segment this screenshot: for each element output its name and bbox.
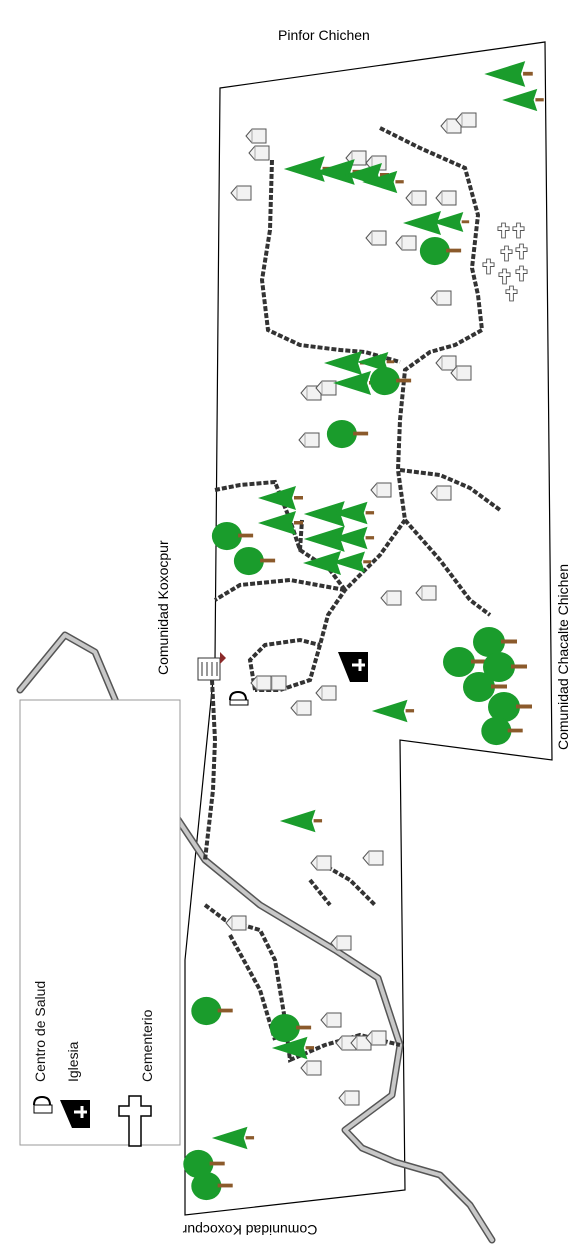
legend-health-center-icon bbox=[33, 1095, 53, 1114]
label-west: Comunidad Koxocpur bbox=[155, 540, 171, 675]
legend: Centro de Salud Iglesia Cementerio bbox=[19, 699, 181, 1147]
label-south: Comunidad Koxocpur bbox=[182, 1222, 317, 1238]
community-boundary bbox=[184, 41, 553, 1216]
legend-health-center-label: Centro de Salud bbox=[32, 981, 48, 1082]
dirt-paths bbox=[203, 126, 502, 1063]
legend-church-icon bbox=[60, 1100, 90, 1128]
legend-cemetery-label: Cementerio bbox=[139, 1009, 155, 1082]
school-icon bbox=[197, 652, 226, 681]
legend-church-label: Iglesia bbox=[65, 1041, 81, 1082]
label-east: Comunidad Chacalte Chichen bbox=[555, 564, 571, 750]
legend-cemetery-icon bbox=[118, 1095, 152, 1147]
label-north: Pinfor Chichen bbox=[278, 27, 370, 43]
health-center-icon bbox=[229, 690, 249, 706]
church-icon bbox=[338, 652, 368, 682]
cemetery-crosses bbox=[482, 222, 528, 302]
